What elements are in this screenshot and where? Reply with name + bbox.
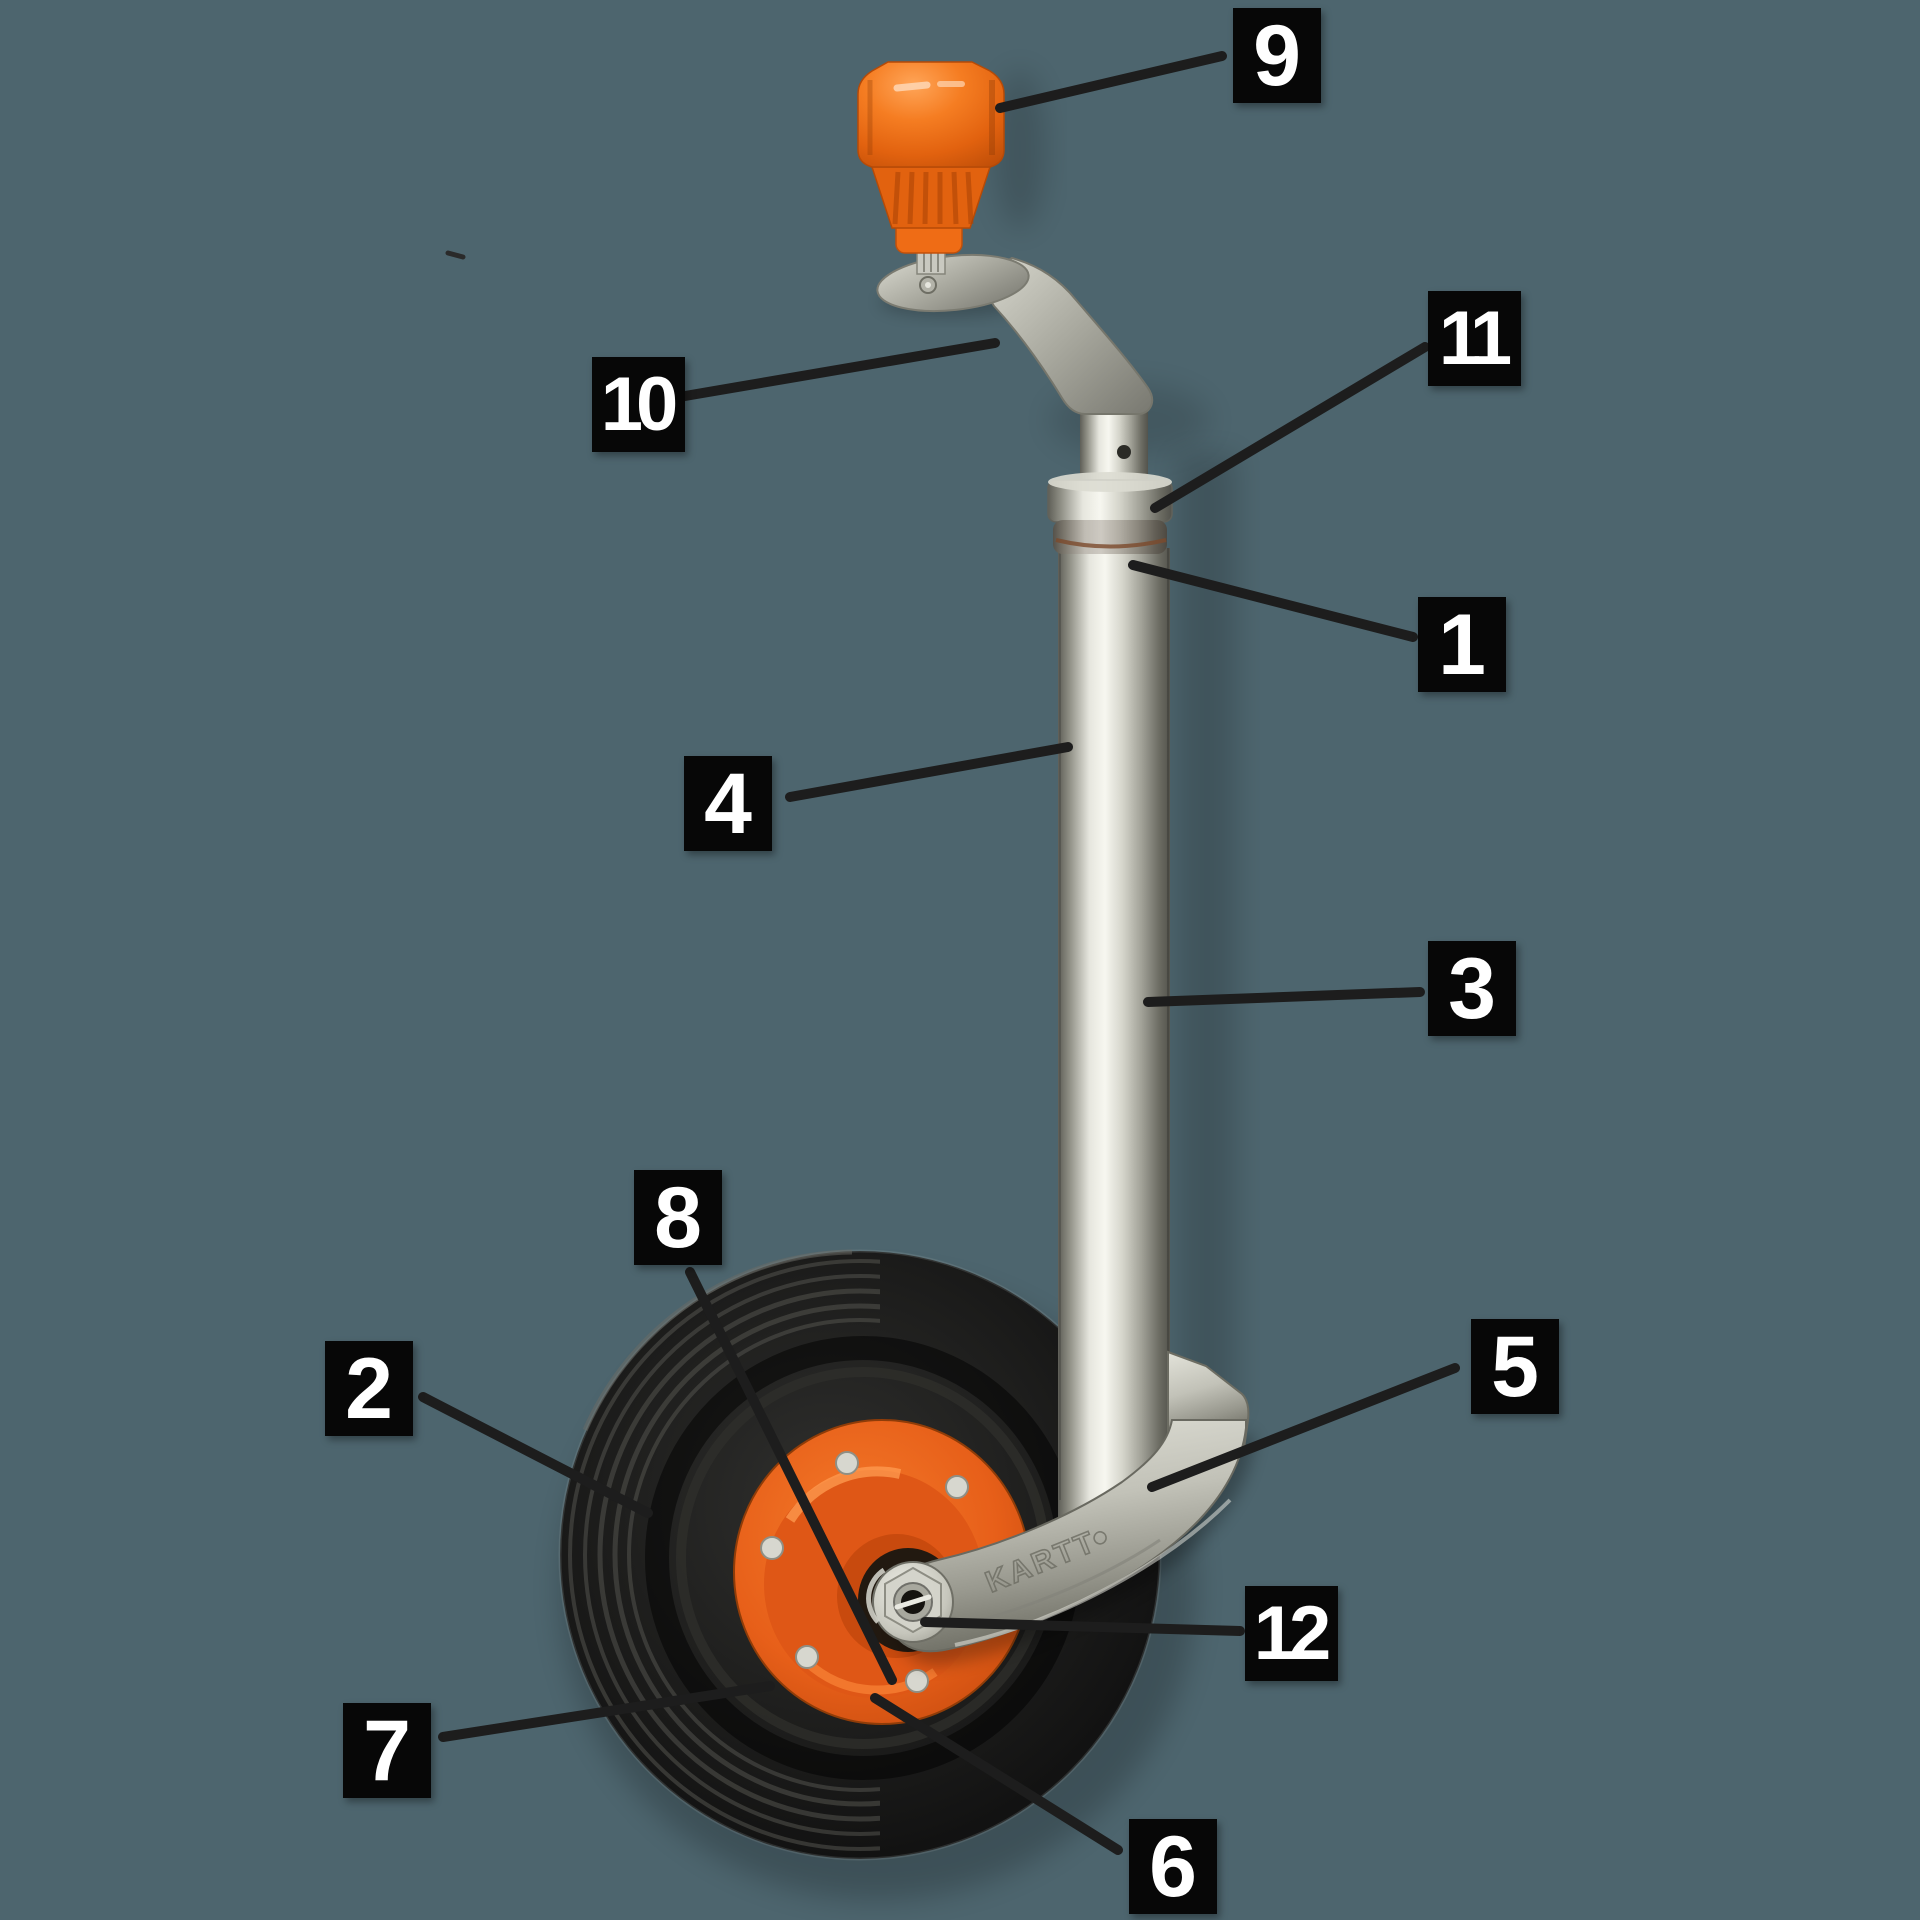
leader-line-9	[995, 51, 1227, 113]
brand-emboss-mark	[1093, 1531, 1107, 1545]
callout-box-7: 7	[343, 1703, 431, 1798]
axle-clip	[866, 1567, 886, 1624]
leader-lines	[418, 51, 1460, 1855]
leader-line-10	[680, 338, 1000, 401]
crank-arm	[988, 256, 1154, 415]
callout-box-3: 3	[1428, 941, 1516, 1036]
callout-box-10: 10	[592, 357, 685, 452]
leader-line-11	[1150, 342, 1430, 513]
leader-line-12	[920, 1617, 1245, 1636]
collar-pin-hole	[1117, 445, 1131, 459]
stray-mark	[445, 250, 466, 260]
leader-line-6	[870, 1693, 1123, 1855]
knob-cap	[857, 61, 1005, 168]
callout-box-6: 6	[1129, 1819, 1217, 1914]
leader-line-2	[418, 1392, 653, 1518]
leader-line-1	[1128, 560, 1418, 642]
leader-line-5	[1147, 1363, 1460, 1492]
callout-box-11: 11	[1428, 291, 1521, 386]
crank-plate	[876, 253, 1030, 313]
tire-tread-ribs	[568, 1259, 880, 1851]
leader-line-7	[438, 1681, 775, 1742]
callout-box-8: 8	[634, 1170, 722, 1265]
clamp-knob	[857, 61, 1005, 275]
clamp-collar	[1047, 394, 1173, 554]
callout-box-4: 4	[684, 756, 772, 851]
leader-line-3	[1143, 987, 1425, 1007]
wheel-bracket: KARTT	[886, 1350, 1250, 1653]
outer-tube	[1058, 548, 1170, 1523]
callout-box-2: 2	[325, 1341, 413, 1436]
leader-line-4	[785, 742, 1073, 802]
callout-box-9: 9	[1233, 8, 1321, 103]
callout-box-1: 1	[1418, 597, 1506, 692]
callout-box-5: 5	[1471, 1319, 1559, 1414]
leader-line-8	[685, 1267, 897, 1685]
callout-box-12: 12	[1245, 1586, 1338, 1681]
crank-handle	[876, 253, 1154, 415]
